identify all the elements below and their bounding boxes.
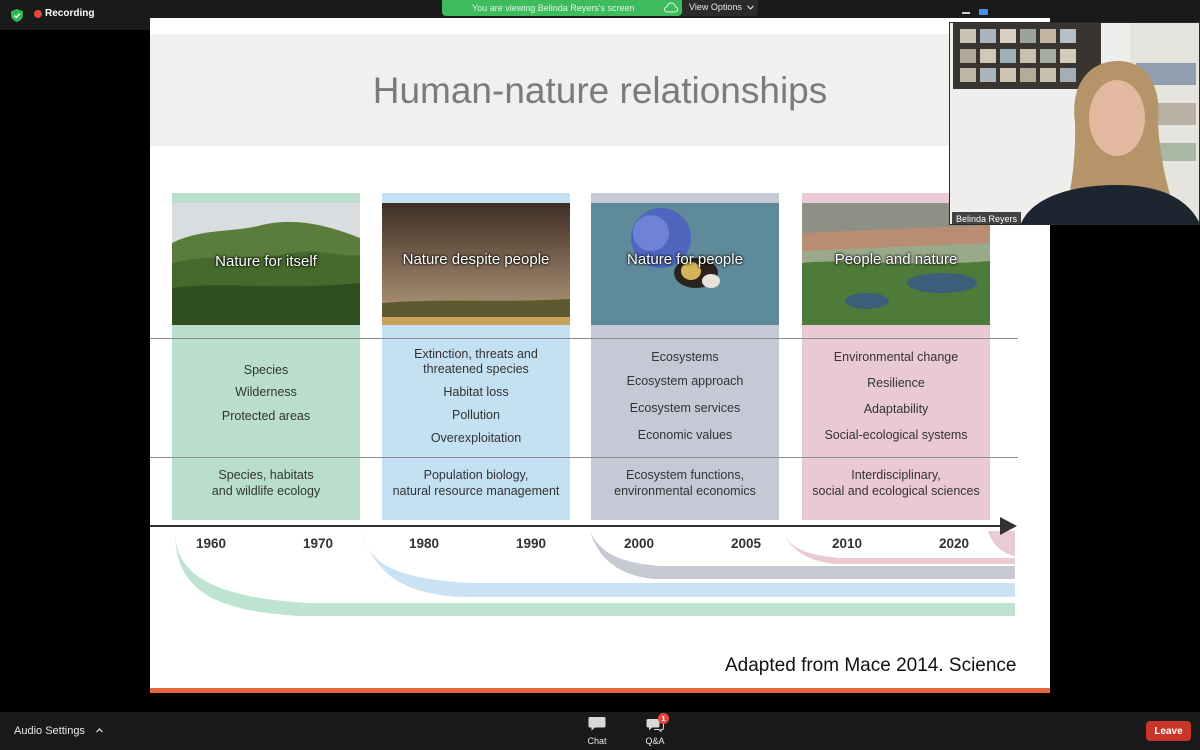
slide-citation: Adapted from Mace 2014. Science xyxy=(725,655,1017,676)
participant-name-label: Belinda Reyers xyxy=(952,212,1022,224)
topic-item: Pollution xyxy=(452,408,500,422)
topic-item: threatened species xyxy=(423,362,529,376)
topic-item: Overexploitation xyxy=(430,431,522,445)
year-label: 2010 xyxy=(832,536,863,551)
year-label: 1980 xyxy=(409,536,440,551)
meeting-controls-bar: Audio Settings Chat Q&A xyxy=(0,712,1200,750)
discipline-line: social and ecological sciences xyxy=(812,484,980,498)
timeline-sweep-bands xyxy=(175,531,1015,616)
video-view-toggle-button[interactable] xyxy=(979,9,988,15)
topic-item: Adaptability xyxy=(863,402,929,416)
column-topics: Ecosystems Ecosystem approach Ecosystem … xyxy=(591,333,779,453)
column-discipline: Species, habitats and wildlife ecology xyxy=(172,467,360,499)
discipline-line: Population biology, xyxy=(423,468,529,482)
chat-bubble-icon xyxy=(588,717,606,731)
leave-button[interactable]: Leave xyxy=(1146,721,1191,741)
topic-item: Ecosystems xyxy=(651,350,719,364)
topic-item: Resilience xyxy=(867,376,925,390)
view-options-label: View Options xyxy=(689,2,742,12)
year-label: 2020 xyxy=(939,536,970,551)
slide-title-band xyxy=(150,34,1050,146)
column-topics: Extinction, threats and threatened speci… xyxy=(382,333,570,453)
chat-button[interactable]: Chat xyxy=(577,712,617,750)
year-label: 1960 xyxy=(196,536,227,551)
forest-photo xyxy=(172,203,360,325)
divider-line xyxy=(150,338,1018,339)
sweep-band-pink xyxy=(782,531,1015,564)
chat-label: Chat xyxy=(587,736,607,746)
sweep-band-grey xyxy=(590,531,1015,579)
screen-share-banner: You are viewing Belinda Reyers's screen xyxy=(442,0,682,16)
slide-title: Human-nature relationships xyxy=(372,70,828,111)
column-topics: Environmental change Resilience Adaptabi… xyxy=(802,333,990,453)
qa-label: Q&A xyxy=(645,736,665,746)
participant-video-tile[interactable]: Belinda Reyers xyxy=(949,22,1200,225)
column-people-and-nature: People and nature Environmental change R… xyxy=(802,193,990,520)
topic-item: Environmental change xyxy=(833,350,959,364)
sweep-band-blue xyxy=(362,531,1015,597)
sweep-band-green xyxy=(175,531,1015,616)
column-photo-label: Nature for itself xyxy=(215,253,317,270)
timeline-arrow xyxy=(150,517,1017,535)
divider-line xyxy=(150,457,1018,458)
qa-notification-badge: 1 xyxy=(658,713,669,724)
column-nature-despite-people: Nature despite people Extinction, threat… xyxy=(382,193,570,520)
topic-item: Social-ecological systems xyxy=(824,428,968,442)
column-discipline: Interdisciplinary, social and ecological… xyxy=(802,467,990,499)
topic-item: Ecosystem services xyxy=(629,401,741,415)
chevron-down-icon xyxy=(747,5,755,10)
discipline-line: Ecosystem functions, xyxy=(625,468,745,482)
topic-item: Economic values xyxy=(637,428,733,442)
audio-settings-button[interactable]: Audio Settings xyxy=(14,725,85,737)
column-nature-for-people: Nature for people Ecosystems Ecosystem a… xyxy=(591,193,779,520)
topic-item: Extinction, threats and xyxy=(414,347,538,361)
topic-item: Habitat loss xyxy=(443,385,509,399)
column-photo-label: Nature despite people xyxy=(402,251,550,268)
cloud-icon xyxy=(664,2,678,13)
topic-item: Wilderness xyxy=(235,385,297,399)
discipline-line: Species, habitats xyxy=(218,468,314,482)
shield-check-icon xyxy=(11,9,23,22)
arrow-head-icon xyxy=(1000,517,1017,535)
qa-button[interactable]: Q&A xyxy=(635,712,675,750)
year-label: 1970 xyxy=(303,536,334,551)
recording-label: Recording xyxy=(45,8,95,19)
smoke-landscape-photo xyxy=(382,203,570,325)
topic-item: Protected areas xyxy=(221,409,311,423)
topic-item: Ecosystem approach xyxy=(626,374,744,388)
chevron-up-icon[interactable] xyxy=(95,726,104,735)
discipline-line: Interdisciplinary, xyxy=(851,468,941,482)
view-options-button[interactable]: View Options xyxy=(682,0,758,16)
discipline-line: environmental economics xyxy=(614,484,756,498)
column-topics: Species Wilderness Protected areas xyxy=(172,333,360,453)
topic-item: Species xyxy=(243,363,289,377)
column-discipline: Ecosystem functions, environmental econo… xyxy=(591,467,779,499)
participant-video-frame xyxy=(950,23,1199,224)
column-nature-for-itself: Nature for itself Species Wilderness Pro… xyxy=(172,193,360,520)
year-label: 2005 xyxy=(731,536,762,551)
column-photo-label: People and nature xyxy=(834,251,958,268)
column-photo-label: Nature for people xyxy=(627,251,743,268)
slide-accent-line xyxy=(150,688,1050,693)
column-discipline: Population biology, natural resource man… xyxy=(382,467,570,499)
year-label: 1990 xyxy=(516,536,547,551)
discipline-line: natural resource management xyxy=(392,484,560,498)
shared-screen-slide: Human-nature relationships Nature for it… xyxy=(150,18,1050,693)
minimize-video-button[interactable] xyxy=(962,12,970,14)
bee-on-flower-photo xyxy=(591,203,779,325)
screen-share-banner-text: You are viewing Belinda Reyers's screen xyxy=(472,3,635,13)
year-label: 2000 xyxy=(624,536,655,551)
sweep-band-pink-end xyxy=(988,531,1015,556)
recording-dot-icon xyxy=(34,10,42,18)
discipline-line: and wildlife ecology xyxy=(211,484,321,498)
